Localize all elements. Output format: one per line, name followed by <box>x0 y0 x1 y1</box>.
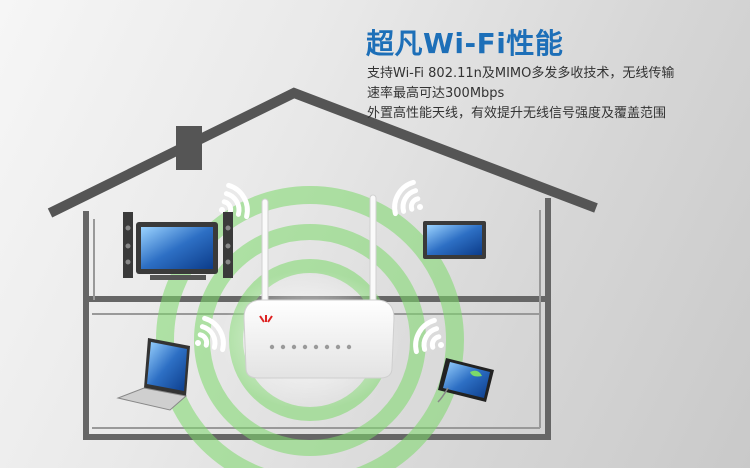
indicator-light <box>324 344 330 350</box>
indicator-light <box>291 344 297 350</box>
router-indicators <box>269 344 352 350</box>
headline: 超凡Wi-Fi性能 <box>366 27 564 60</box>
monitor-icon <box>423 221 486 259</box>
feature-description: 支持Wi-Fi 802.11n及MIMO多发多收技术，无线传输 速率最高可达30… <box>367 64 674 124</box>
speaker-icon <box>123 212 133 278</box>
house-outline <box>47 87 598 218</box>
wifi-icon <box>413 317 444 355</box>
smartphone-icon <box>437 358 494 403</box>
wifi-icon <box>219 182 250 220</box>
description-line-2: 速率最高可达300Mbps <box>367 86 505 101</box>
indicator-light <box>346 344 352 350</box>
indicator-light <box>313 344 319 350</box>
tv-icon <box>136 222 218 280</box>
laptop-icon <box>116 338 190 411</box>
description-line-1: 支持Wi-Fi 802.11n及MIMO多发多收技术，无线传输 <box>367 66 675 81</box>
chimney <box>176 126 202 170</box>
indicator-light <box>280 344 286 350</box>
wifi-icon <box>392 179 423 217</box>
indicator-light <box>335 344 341 350</box>
description-line-3: 外置高性能天线，有效提升无线信号强度及覆盖范围 <box>367 106 667 121</box>
indicator-light <box>269 344 275 350</box>
wifi-icon <box>195 315 226 353</box>
indicator-light <box>302 344 308 350</box>
huawei-logo <box>259 315 273 323</box>
speaker-icon <box>223 212 233 278</box>
router-icon <box>243 194 395 379</box>
